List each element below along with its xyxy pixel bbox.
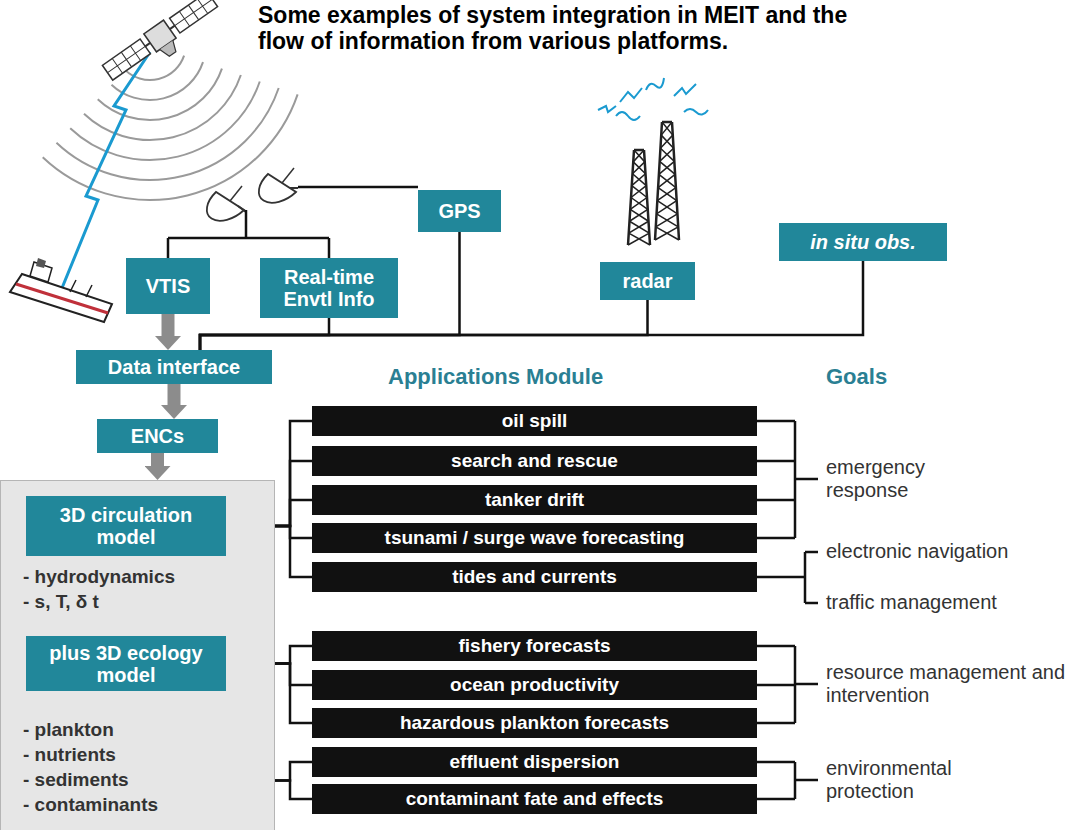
box-label: tsunami / surge wave forecasting (385, 528, 685, 549)
goal-label: emergency response (826, 456, 976, 502)
goal-label: electronic navigation (826, 540, 1076, 563)
dish-wire (168, 187, 418, 258)
goal-label: resource management and intervention (826, 661, 1076, 707)
connector-line (200, 232, 460, 350)
satellite-symbol (101, 0, 225, 91)
application-box: tsunami / surge wave forecasting (312, 523, 757, 553)
satellite-dish (207, 186, 246, 221)
radio-wave (70, 82, 260, 160)
ship-symbol (10, 258, 112, 322)
platform-box: GPS (418, 190, 501, 232)
column-heading: Goals (826, 364, 946, 390)
flow-arrow (151, 453, 164, 466)
diagram-title: Some examples of system integration in M… (258, 2, 898, 55)
application-box: hazardous plankton forecasts (312, 708, 757, 738)
box-label: Real-time Envtl Info (268, 266, 390, 310)
box-label: ocean productivity (450, 675, 619, 696)
process-box: ENCs (97, 419, 218, 453)
parameter-item: - sediments (23, 769, 129, 792)
parameter-item: - plankton (23, 719, 114, 742)
box-label: 3D circulation model (34, 504, 218, 548)
connector-line (200, 261, 863, 350)
model-box: 3D circulation model (26, 496, 226, 556)
parameter-item: - contaminants (23, 794, 158, 817)
box-label: radar (622, 270, 672, 292)
application-box: contaminant fate and effects (312, 784, 757, 814)
radio-waves (43, 56, 298, 200)
radio-tower (628, 122, 679, 245)
goal-bracket (757, 421, 818, 799)
connector-line (275, 781, 312, 800)
parameter-item: - s, T, δ t (23, 591, 99, 614)
box-label: in situ obs. (810, 231, 916, 253)
application-box: fishery forecasts (312, 631, 757, 661)
goal-label: environmental protection (826, 757, 996, 803)
connector-line (275, 762, 312, 781)
platform-box: Real-time Envtl Info (260, 258, 398, 318)
box-label: tanker drift (485, 490, 584, 511)
radio-wave (56, 88, 278, 180)
radio-wave (43, 94, 298, 200)
lightning-link (62, 52, 150, 288)
satellite-dish (259, 168, 298, 203)
parameter-item: - nutrients (23, 744, 116, 767)
box-label: fishery forecasts (458, 636, 610, 657)
box-label: tides and currents (452, 567, 617, 588)
application-box: effluent dispersion (312, 747, 757, 777)
box-label: search and rescue (451, 451, 618, 472)
box-label: effluent dispersion (450, 752, 620, 773)
model-box: plus 3D ecology model (26, 636, 226, 691)
application-box: tanker drift (312, 485, 757, 515)
flow-arrow (168, 384, 181, 405)
box-label: hazardous plankton forecasts (400, 713, 669, 734)
box-label: Data interface (108, 356, 240, 378)
application-box: search and rescue (312, 446, 757, 476)
box-label: GPS (438, 200, 480, 222)
application-box: ocean productivity (312, 670, 757, 700)
box-label: oil spill (502, 411, 567, 432)
box-label: ENCs (131, 425, 184, 447)
radio-wave (84, 75, 241, 140)
platform-box: VTIS (126, 258, 210, 314)
platform-box: in situ obs. (779, 223, 947, 261)
application-box: oil spill (312, 406, 757, 436)
model-panel: - hydrodynamics- s, T, δ t - plankton- nu… (0, 480, 275, 830)
box-label: plus 3D ecology model (34, 642, 218, 686)
application-box: tides and currents (312, 562, 757, 592)
radio-signal (598, 78, 708, 120)
goal-label: traffic management (826, 591, 1076, 614)
column-heading: Applications Module (388, 364, 708, 390)
platform-box: radar (600, 262, 695, 300)
flow-arrow (162, 314, 175, 336)
process-box: Data interface (76, 350, 272, 384)
box-label: contaminant fate and effects (406, 789, 664, 810)
box-label: VTIS (146, 275, 190, 297)
parameter-item: - hydrodynamics (23, 566, 175, 589)
